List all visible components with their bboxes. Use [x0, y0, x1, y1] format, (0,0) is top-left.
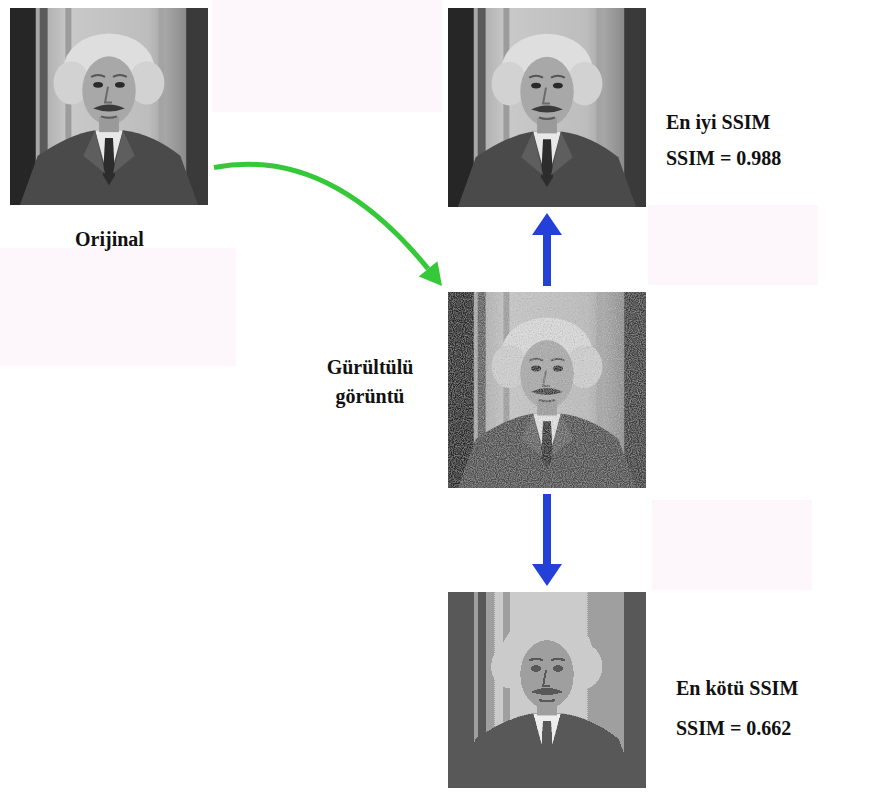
ssim-value: SSIM = 0.988 — [666, 144, 781, 173]
arrow-connector — [532, 494, 562, 586]
portrait-photo — [448, 592, 646, 788]
image-label: Orijinal — [75, 225, 144, 254]
arrow-line — [214, 164, 428, 269]
image-node: En kötü SSIMSSIM = 0.662 — [448, 592, 646, 788]
image-node: Gürültülü görüntü — [448, 292, 646, 488]
ssim-value: SSIM = 0.662 — [676, 714, 791, 743]
image-label: En kötü SSIM — [676, 674, 798, 703]
portrait-photo — [448, 292, 646, 488]
arrow-head — [419, 261, 442, 286]
faint-patch — [212, 0, 442, 112]
arrow-line — [543, 494, 551, 564]
portrait-photo — [10, 8, 208, 205]
faint-patch — [0, 248, 236, 366]
arrow-head — [532, 564, 562, 586]
arrow-head — [532, 213, 562, 235]
faint-patch — [648, 205, 818, 285]
image-label: Gürültülü görüntü — [318, 353, 422, 411]
arrow-connector — [214, 164, 442, 286]
image-node: En iyi SSIMSSIM = 0.988 — [448, 8, 646, 207]
portrait-photo — [448, 8, 646, 207]
image-node: Orijinal — [10, 8, 208, 205]
faint-patch — [652, 500, 812, 590]
arrow-line — [543, 235, 551, 286]
image-label: En iyi SSIM — [666, 108, 770, 137]
arrow-connector — [532, 213, 562, 286]
